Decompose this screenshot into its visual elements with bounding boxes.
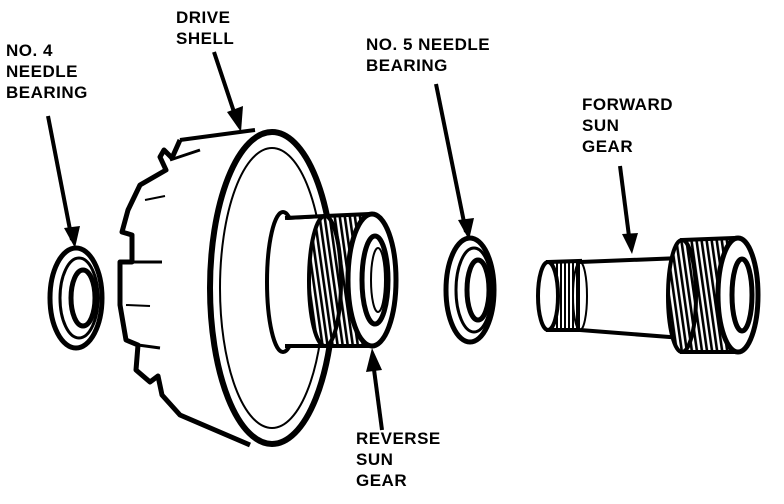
label-line: DRIVE	[176, 8, 231, 27]
label-line: FORWARD	[582, 95, 674, 114]
label-no4-needle-bearing: NO. 4 NEEDLE BEARING	[6, 40, 88, 103]
no5-needle-bearing	[443, 235, 497, 345]
label-line: SHELL	[176, 29, 235, 48]
no4-needle-bearing	[47, 245, 105, 351]
reverse-sun-gear	[284, 211, 399, 349]
label-line: NO. 5 NEEDLE	[366, 35, 491, 54]
label-line: BEARING	[366, 56, 448, 75]
label-reverse-sun-gear: REVERSE SUN GEAR	[356, 428, 441, 491]
forward-sun-gear	[536, 235, 761, 355]
label-line: NO. 4	[6, 41, 53, 60]
label-forward-sun-gear: FORWARD SUN GEAR	[582, 94, 673, 157]
label-line: REVERSE	[356, 429, 441, 448]
label-no5-needle-bearing: NO. 5 NEEDLE BEARING	[366, 34, 490, 76]
label-line: SUN	[356, 450, 394, 469]
label-line: NEEDLE	[6, 62, 78, 81]
label-line: GEAR	[582, 137, 634, 156]
label-drive-shell: DRIVE SHELL	[176, 7, 234, 49]
label-line: GEAR	[356, 471, 408, 490]
leader-lines	[46, 51, 638, 431]
label-line: SUN	[582, 116, 620, 135]
label-line: BEARING	[6, 83, 88, 102]
